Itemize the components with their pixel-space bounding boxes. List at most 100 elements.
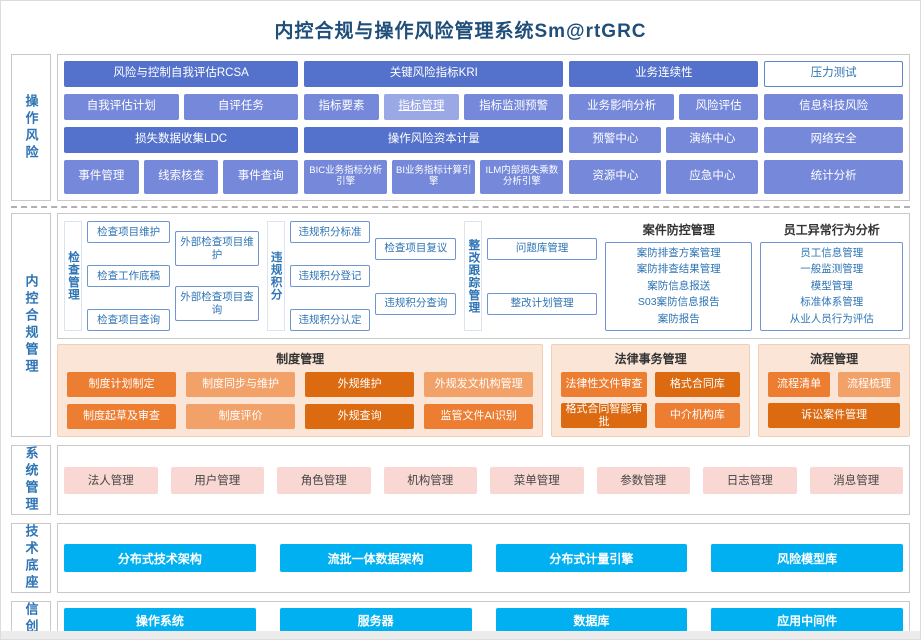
module-capital: 操作风险资本计量 [304,127,564,153]
module-box: 违规积分查询 [375,292,457,315]
module-box: 网络安全 [764,127,903,153]
module-rcsa: 风险与控制自我评估RCSA [64,61,299,87]
list-item: 员工信息管理 [800,246,864,259]
list-item: 案防排查方案管理 [636,246,721,259]
module-box: 指标要素 [304,94,379,120]
rectification-col: 问题库管理 整改计划管理 [487,221,598,331]
list-item: 从业人员行为评估 [789,312,874,325]
side-label-text: 系统管理 [23,446,39,514]
operational-risk-content: 风险与控制自我评估RCSA 自我评估计划 自评任务 损失数据收集LDC 事件管理… [57,54,910,201]
module-box: 统计分析 [764,160,903,194]
module-box: 参数管理 [596,466,690,494]
module-box: 风险模型库 [711,544,903,572]
module-business-continuity: 业务连续性 [569,61,759,87]
module-engine: BIC业务指标分析引擎 [304,160,388,194]
process-grid: 流程清单 流程梳理 诉讼案件管理 [768,372,901,428]
inspection-label: 检查管理 [64,221,82,331]
list-item: 案防报告 [657,312,700,325]
compliance-bottom-area: 制度管理 制度计划制定 制度同步与维护 外规维护 外规发文机构管理 制度起草及审… [57,344,911,437]
inspection-col2: 外部检查项目维护 外部检查项目查询 [175,221,259,331]
module-box: 中介机构库 [654,403,741,428]
violation-col2: 检查项目复议 违规积分查询 [375,221,457,331]
module-box: 流程梳理 [838,372,901,397]
list-item: 标准体系管理 [800,296,864,309]
module-box: 违规积分认定 [289,309,371,331]
module-box: 信息科技风险 [764,94,903,120]
module-box: 格式合同库 [654,372,741,397]
behavior-title: 员工异常行为分析 [783,223,880,237]
module-box: 外规维护 [305,372,415,397]
xinchuang-column-database: 数据库 达梦、人大金仓、OcenBase... [495,608,688,639]
module-box: 法律性文件审查 [561,372,647,397]
module-box: 外规发文机构管理 [424,372,534,397]
category-header: 应用中间件 [711,608,903,632]
group-behavior-analysis: 员工异常行为分析 员工信息管理 一般监测管理 模型管理 标准体系管理 从业人员行… [760,221,903,331]
system-content: 法人管理 用户管理 角色管理 机构管理 菜单管理 参数管理 日志管理 消息管理 [57,445,910,515]
policy-title: 制度管理 [276,352,325,366]
module-box: 法人管理 [64,466,158,494]
list-item: 一般监测管理 [800,263,864,276]
module-box: 分布式技术架构 [64,544,256,572]
module-box: 格式合同智能审批 [561,403,647,428]
module-box: 消息管理 [809,466,903,494]
section-compliance: 内控合规管理 检查管理 检查项目维护 检查工作底稿 检查项目查询 外部检查项目维… [11,213,911,437]
section-operational-risk: 操作风险 风险与控制自我评估RCSA 自我评估计划 自评任务 损失数据收集LDC… [11,54,910,201]
module-box: 用户管理 [170,466,264,494]
module-box: 检查工作底稿 [87,265,171,287]
section-system-management: 系统管理 法人管理 用户管理 角色管理 机构管理 菜单管理 参数管理 日志管理 … [11,445,910,515]
xinchuang-column-os: 操作系统 麒麟、统信、中科方德... [64,608,256,639]
module-box: 流批一体数据架构 [279,544,472,572]
module-box: 制度同步与维护 [186,372,296,397]
legal-title: 法律事务管理 [614,352,687,366]
violation-label: 违规积分 [266,221,285,331]
module-box: 预警中心 [569,127,662,153]
module-box: 诉讼案件管理 [768,403,901,428]
module-box: 制度评价 [186,404,296,429]
side-label-tech: 技术底座 [11,523,51,593]
module-ldc: 损失数据收集LDC [64,127,299,153]
rectification-label: 整改跟踪管理 [464,221,483,331]
module-box: 外部检查项目维护 [175,231,259,266]
page-title: 内控合规与操作风险管理系统Sm@rtGRC [274,21,647,42]
module-box: 检查项目复议 [375,237,457,260]
module-engine: BI业务指标计算引擎 [392,160,476,194]
module-box: 外部检查项目查询 [175,286,259,321]
module-box: 流程清单 [768,372,831,397]
module-box: 业务影响分析 [569,94,674,120]
category-header: 服务器 [279,608,472,632]
xinchuang-column-middleware: 应用中间件 东方通、宝兰德、中创... [711,608,903,639]
module-box: 制度计划制定 [67,372,177,397]
right-column: 压力测试 信息科技风险 网络安全 统计分析 [764,61,903,194]
module-box: 事件查询 [223,160,299,194]
module-box: 自评任务 [183,94,299,120]
side-label-text: 信创支持 [23,602,39,640]
group-policy-management: 制度管理 制度计划制定 制度同步与维护 外规维护 外规发文机构管理 制度起草及审… [57,344,544,437]
page-bottom-strip [1,631,920,639]
compliance-top-area: 检查管理 检查项目维护 检查工作底稿 检查项目查询 外部检查项目维护 外部检查项… [57,213,910,339]
dashed-divider [11,206,910,208]
side-label-text: 内控合规管理 [23,274,39,376]
xinchuang-column-server: 服务器 龙芯、兆芯、海思... [279,608,472,639]
group-violation-points: 违规积分 违规积分标准 违规积分登记 违规积分认定 检查项目复议 违规积分查询 [266,221,457,331]
kri-column: 关键风险指标KRI 指标要素 指标管理 指标监测预警 操作风险资本计量 BIC业… [304,61,564,194]
module-box: 检查项目查询 [87,309,171,331]
module-box: 事件管理 [64,160,139,194]
inspection-col1: 检查项目维护 检查工作底稿 检查项目查询 [87,221,171,331]
rcsa-column: 风险与控制自我评估RCSA 自我评估计划 自评任务 损失数据收集LDC 事件管理… [64,61,299,194]
module-box-highlighted: 指标管理 [383,94,459,120]
list-item: S03案防信息报告 [637,296,720,309]
case-control-title: 案件防控管理 [642,223,715,237]
list-item: 案防排查结果管理 [636,263,721,276]
module-box: 制度起草及审查 [67,404,177,429]
module-kri: 关键风险指标KRI [304,61,564,87]
module-box: 自我评估计划 [64,94,179,120]
side-label-system: 系统管理 [11,445,51,515]
module-box: 检查项目维护 [87,221,171,243]
group-process-management: 流程管理 流程清单 流程梳理 诉讼案件管理 [758,344,911,437]
group-inspection: 检查管理 检查项目维护 检查工作底稿 检查项目查询 外部检查项目维护 外部检查项… [64,221,259,331]
case-control-list: 案防排查方案管理 案防排查结果管理 案防信息报送 S03案防信息报告 案防报告 [605,242,753,331]
compliance-content: 检查管理 检查项目维护 检查工作底稿 检查项目查询 外部检查项目维护 外部检查项… [57,213,911,437]
business-continuity-column: 业务连续性 业务影响分析 风险评估 预警中心 演练中心 资源中心 应急中心 [569,61,759,194]
module-box: 整改计划管理 [487,292,598,315]
side-label-text: 技术底座 [23,524,39,592]
